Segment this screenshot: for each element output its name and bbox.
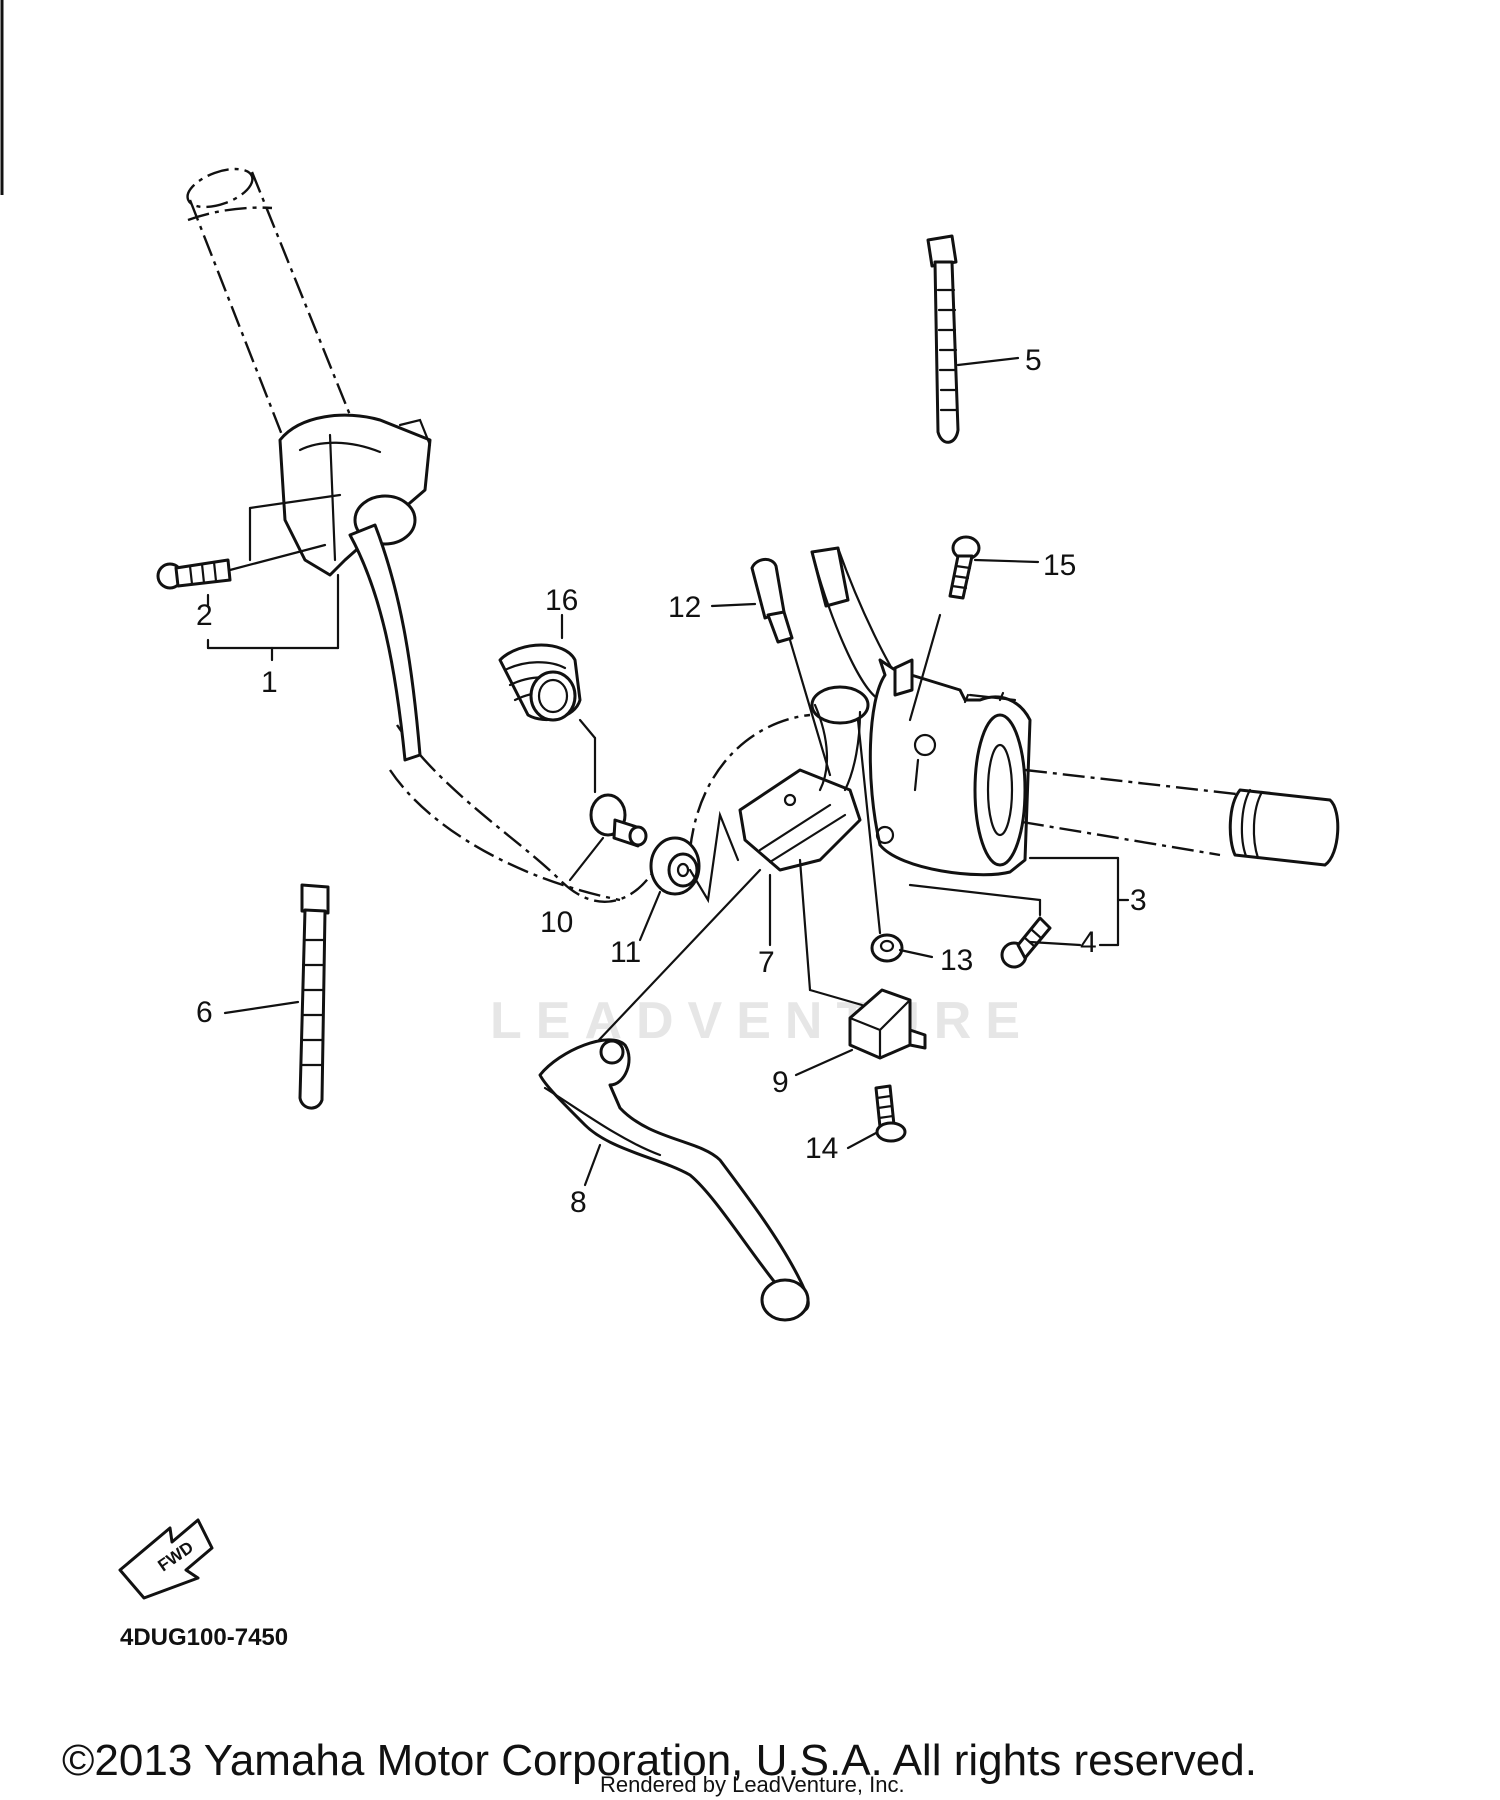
callout-12: 12 [668,591,701,624]
callout-14: 14 [805,1132,838,1165]
callout-13: 13 [940,944,973,977]
callout-15: 15 [1043,549,1076,582]
callout-7: 7 [758,946,775,979]
switch-part-9 [848,988,927,1060]
callout-9: 9 [772,1066,789,1099]
screw-part-15 [948,535,981,600]
fwd-arrow-icon: FWD [118,1518,214,1600]
callout-11: 11 [610,936,641,969]
callout-1: 1 [261,666,278,699]
copyright-notice: ©2013 Yamaha Motor Corporation, U.S.A. A… [62,1736,1257,1785]
clutch-lever-part-8 [538,1038,810,1322]
bolt-part-12 [750,558,794,644]
cable-tie-part-6 [298,883,330,1110]
callout-6: 6 [196,996,213,1029]
callout-2: 2 [196,599,213,632]
screw-part-4 [1000,916,1052,969]
lever-holder-part-7 [738,685,870,872]
callout-16: 16 [545,584,578,617]
screw-part-2 [156,558,232,590]
callout-8: 8 [570,1186,587,1219]
diagram-ref-code: 4DUG100-7450 [120,1624,288,1651]
screw-part-14 [874,1084,907,1143]
callout-5: 5 [1025,344,1042,377]
locknut-part-11 [649,836,701,896]
adjuster-part-10 [589,793,648,848]
callout-10: 10 [540,906,573,939]
callout-4: 4 [1080,926,1097,959]
callout-3: 3 [1130,884,1147,917]
rubber-boot-part-16 [498,643,582,722]
cable-tie-part-5 [926,234,960,444]
left-handlebar [186,167,811,903]
throttle-grip [1021,768,1340,867]
nut-part-13 [870,933,904,963]
clutch-cable [348,523,422,762]
watermark: LEADVENTURE [490,992,1034,1050]
rendered-by-notice: Rendered by LeadVenture, Inc. [600,1772,905,1797]
right-switch-housing [868,658,1032,877]
